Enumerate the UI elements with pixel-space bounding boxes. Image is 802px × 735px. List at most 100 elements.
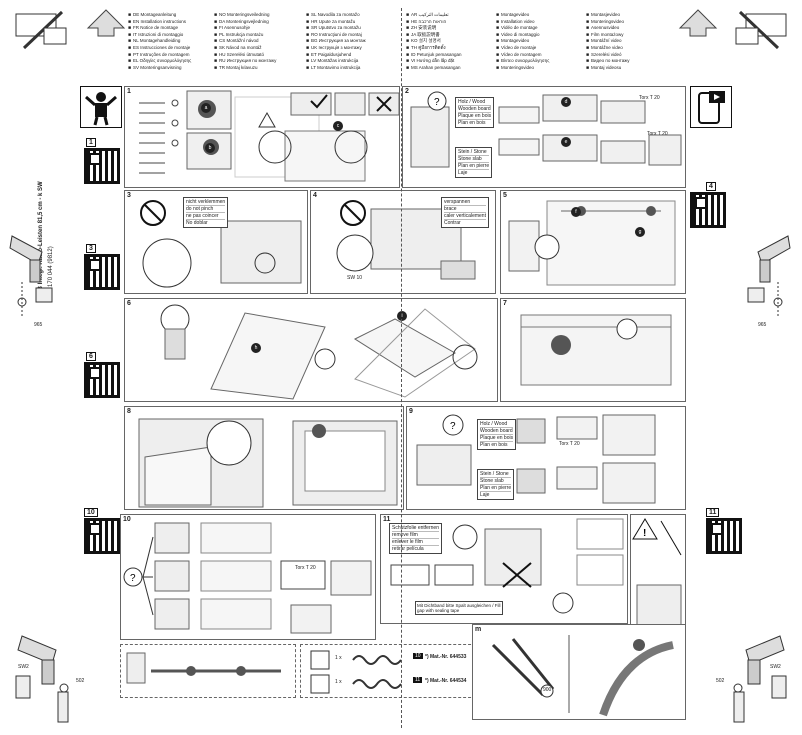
door-close-illustration <box>138 418 398 508</box>
pencil-ruler-right <box>728 8 788 58</box>
corner-mark-502-left: 502 <box>76 678 85 684</box>
parts-order-panel: 1 x 1 x 10 *) Mat.-Nr. 644533 11 *) Mat.… <box>300 644 476 698</box>
step-number: 4 <box>313 192 317 199</box>
qr-code-11[interactable] <box>706 518 742 554</box>
step-number: 8 <box>127 408 131 415</box>
torx-label-2: Torx T 20 <box>647 131 668 137</box>
step-10-panel: 10 ? Torx T 20 <box>120 514 376 640</box>
qr-code-1[interactable] <box>84 148 120 184</box>
drill-illustration-left <box>8 232 56 324</box>
ruler-pencil-icon <box>15 10 67 50</box>
seal-note: Mit Dichtband bitte Spalt ausgleichen / … <box>415 601 503 615</box>
option-stone-tag-9: Stein / Stone Stone slab Plan en pierre … <box>477 469 515 500</box>
corner-mark-502-right: 502 <box>716 678 725 684</box>
qr-code-3[interactable] <box>84 254 120 290</box>
up-arrow-icon <box>86 9 126 37</box>
part-count-1: 1 x <box>335 655 342 661</box>
drill-icon <box>15 635 69 723</box>
fold-arrow-left-top <box>86 9 126 37</box>
qr-code-6[interactable] <box>84 362 120 398</box>
spring-parts-illustration <box>310 650 402 694</box>
marker-b: b <box>205 143 215 153</box>
step-number: 11 <box>383 516 391 523</box>
language-block-2: NO Monteringsveiledning DA Monteringsvej… <box>214 12 300 76</box>
door-alignment-illustration <box>520 314 672 386</box>
step-number: 2 <box>405 88 409 95</box>
drill-illustration-bottom-left <box>12 632 69 724</box>
language-block-3: SL Navodila za montažo HR Upute za monta… <box>306 12 392 76</box>
corner-mark-sw2-right: SW2 <box>770 664 781 670</box>
marker-i: i <box>397 311 407 321</box>
svg-text:?: ? <box>434 97 440 108</box>
step-5-panel: 5 f g <box>500 190 686 294</box>
pencil-ruler-left <box>14 8 74 58</box>
step-number: 6 <box>127 300 131 307</box>
step-number: 3 <box>127 192 131 199</box>
step-number: 7 <box>503 300 507 307</box>
language-block-6: Montasjevideo Monteringsvideo Asennusvid… <box>586 12 664 76</box>
bottom-left-panel <box>120 644 296 698</box>
marker-f: f <box>571 207 581 217</box>
worker-with-tools-icon <box>85 92 117 126</box>
smartphone-video-icon <box>698 91 725 124</box>
qr-number-10: 10 <box>84 508 98 517</box>
drill-illustration-right <box>744 232 792 324</box>
part-label-1: *) Mat.-Nr. 644533 <box>425 654 467 660</box>
step-number: 10 <box>123 516 131 523</box>
countertop-mounting-illustration: ? <box>410 91 682 168</box>
warning-mount-panel: ! <box>630 514 686 640</box>
language-block-4: AR تعليمات التركيب HE הוראות הרכבה ZH 安装… <box>406 12 490 76</box>
step-number: 9 <box>409 408 413 415</box>
drill-icon <box>733 635 787 723</box>
plinth-variants-illustration: ? <box>123 522 372 634</box>
drill-icon <box>747 235 791 318</box>
step-11-panel: 11 Schutzfolie entfernen remove film enl… <box>380 514 628 624</box>
pinch-warning-illustration <box>140 200 302 288</box>
marker-e: e <box>561 137 571 147</box>
svg-text:!: ! <box>643 528 646 539</box>
phone-video-icon-box <box>690 86 732 128</box>
qr-code-4[interactable] <box>690 192 726 228</box>
marker-c: c <box>333 121 343 131</box>
dim-900: 900 <box>543 687 552 693</box>
no-pinch-tag: nicht verklemmen do not pinch ne pas coi… <box>183 197 229 228</box>
drill-icon <box>9 235 53 318</box>
seal-and-film-illustration <box>390 518 624 614</box>
step-7-panel: 7 <box>500 298 686 402</box>
step-1-panel: 1 a b c <box>124 86 400 188</box>
step-6-panel: 6 h i <box>124 298 498 402</box>
sw-label: SW 10 <box>347 275 363 281</box>
countertop-check-illustration: ? <box>416 414 656 504</box>
hinge-spring-illustration <box>126 652 281 684</box>
step-number: 1 <box>127 88 131 95</box>
ruler-pencil-icon <box>735 10 787 50</box>
marker-g: g <box>635 227 645 237</box>
torx-label-9: Torx T 20 <box>559 441 580 447</box>
corner-mark-sw2-left: SW2 <box>18 664 29 670</box>
torx-label-10: Torx T 20 <box>295 565 316 571</box>
svg-text:?: ? <box>450 421 456 432</box>
step-2-panel: 2 ? Holz / Wood Wooden board Plaque en b… <box>402 86 686 188</box>
language-block-1: DE Montageanleitung EN Installation inst… <box>128 12 208 76</box>
fold-arrow-right-top <box>678 9 718 37</box>
pliers-and-cable-illustration <box>491 635 674 717</box>
brace-tag: verspannen brace caler verticalement Con… <box>441 197 489 228</box>
parts-and-tools-illustration <box>139 90 400 182</box>
option-wood-tag-9: Holz / Wood Wooden board Plaque en bois … <box>477 419 517 450</box>
part-count-2: 1 x <box>335 679 342 685</box>
screw-fixing-illustration <box>508 200 676 286</box>
drill-illustration-bottom-right <box>733 632 790 724</box>
part-label-2: *) Mat.-Nr. 644534 <box>425 678 467 684</box>
dim-965-right: 965 <box>758 322 767 328</box>
marker-a: a <box>201 103 211 113</box>
qr-code-10[interactable] <box>84 518 120 554</box>
up-arrow-icon <box>678 9 718 37</box>
door-panel-illustration <box>160 304 478 400</box>
step-number: 5 <box>503 192 507 199</box>
svg-text:?: ? <box>130 573 136 584</box>
step-4-panel: 4 verspannen brace caler verticalement C… <box>310 190 496 294</box>
option-wood-tag: Holz / Wood Wooden board Plaque en bois … <box>455 97 495 128</box>
qr-number-1: 1 <box>86 138 96 147</box>
qr-number-6: 6 <box>86 352 96 361</box>
marker-h: h <box>251 343 261 353</box>
